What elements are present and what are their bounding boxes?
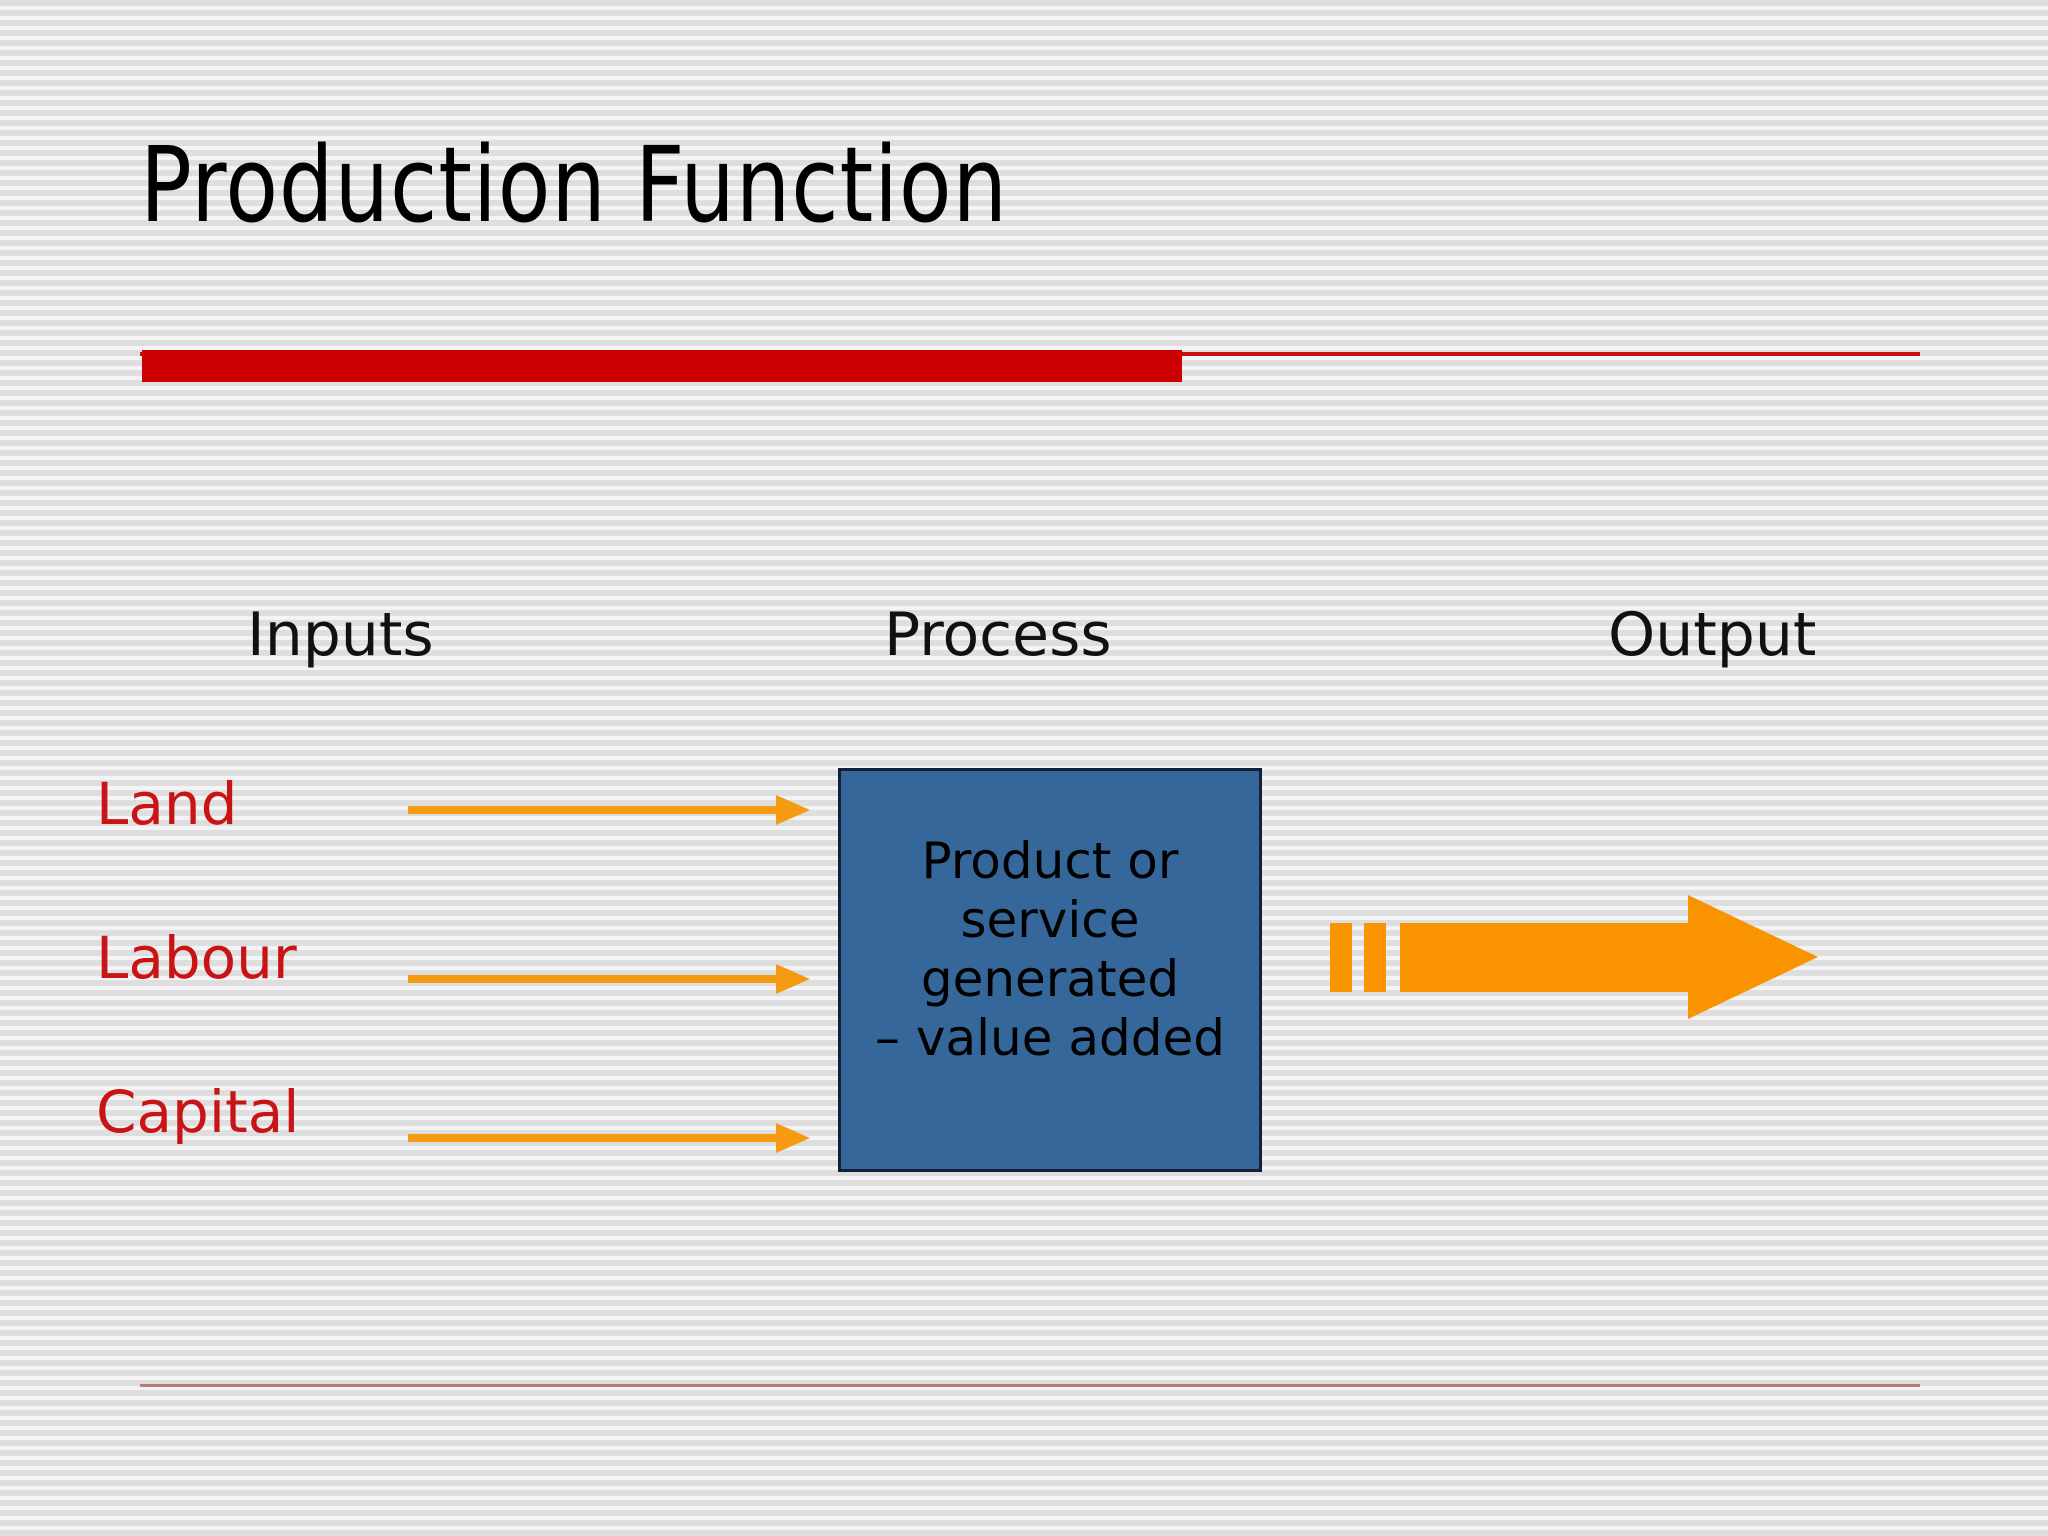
process-text-line-4: – value added xyxy=(875,1009,1225,1067)
arrow-tail-tick-2 xyxy=(1364,923,1386,992)
header-rule-thick xyxy=(142,350,1182,382)
arrow-head xyxy=(776,964,810,994)
process-box-text: Product or service generated – value add… xyxy=(826,832,1274,1068)
arrow-head xyxy=(1688,895,1818,1019)
arrow-shaft xyxy=(408,975,780,983)
process-box xyxy=(838,768,1262,1172)
arrow-shaft xyxy=(408,806,780,814)
column-header-output: Output xyxy=(1608,600,1817,670)
input-arrow-labour-icon xyxy=(408,964,810,994)
output-arrow-icon xyxy=(1330,895,1850,1020)
input-label-land: Land xyxy=(96,770,238,838)
input-arrow-land-icon xyxy=(408,795,810,825)
arrow-tail-tick-1 xyxy=(1330,923,1352,992)
input-label-labour: Labour xyxy=(96,924,297,992)
process-text-line-3: generated xyxy=(920,950,1180,1008)
input-label-capital: Capital xyxy=(96,1078,300,1146)
arrow-shaft xyxy=(408,1134,780,1142)
column-header-process: Process xyxy=(884,600,1112,670)
process-text-line-1: Product or xyxy=(921,832,1179,890)
arrow-body xyxy=(1400,923,1690,992)
input-arrow-capital-icon xyxy=(408,1123,810,1153)
page-title: Production Function xyxy=(140,124,1009,246)
footer-rule xyxy=(140,1384,1920,1387)
arrow-head xyxy=(776,1123,810,1153)
arrow-head xyxy=(776,795,810,825)
column-header-inputs: Inputs xyxy=(247,600,434,670)
process-text-line-2: service xyxy=(960,891,1140,949)
